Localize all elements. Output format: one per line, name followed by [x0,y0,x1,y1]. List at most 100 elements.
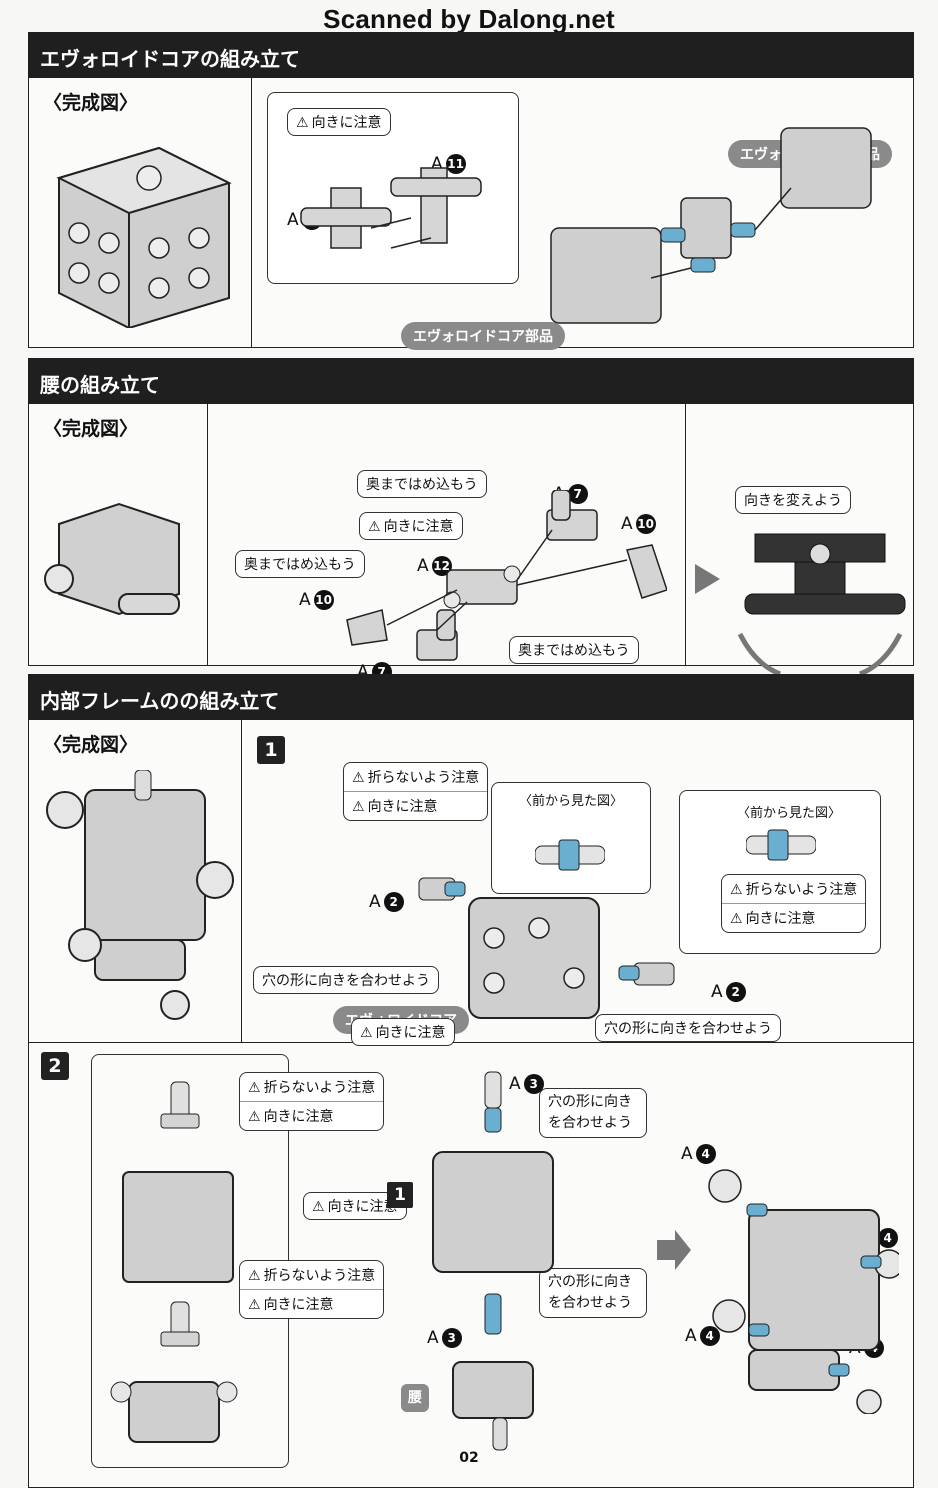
hip-change-direction-callout: 向きを変えよう [735,486,851,514]
align-line-2: を合わせよう [548,1115,632,1131]
step2-assembly-illustration [432,1071,554,1451]
part-number: 7 [567,484,588,504]
hip-insert-callout-top: 奥まではめ込もう [357,470,487,498]
part-letter: A [711,982,723,1002]
hip-reorient-cell: 向きを変えよう [685,404,913,677]
hip-reorient-illustration [695,533,906,677]
part-letter: A [681,1144,693,1164]
part-number: 4 [877,1228,898,1248]
section-core: エヴォロイドコアの組み立て 〈完成図〉 向きに注意 A11 [28,32,914,350]
dont-bend-text: 折らないよう注意 [263,1080,376,1096]
warning-icon [248,1080,264,1096]
hip-insert-callout-bottom: 奥まではめ込もう [509,636,639,664]
orientation-text: 向きに注意 [383,519,454,535]
part-letter: A [685,1326,697,1346]
part-letter: A [287,210,299,230]
core-parts-tag-bottom: エヴォロイドコア部品 [401,322,565,350]
part-letter: A [357,662,369,682]
hip-insert-callout-left: 奥まではめ込もう [235,550,365,578]
section-hip-title: 腰の組み立て [28,358,914,404]
frame-step-2: 2 折らないよう注意 向きに注意 折らないよう注意 向きに注意 向きに注意 [29,1042,913,1487]
part-letter: A [431,154,443,174]
core-completed-illustration [56,146,232,328]
step1-front-view-left [491,782,651,894]
front-view-title: 〈前から見た図〉 [737,806,842,821]
hip-parts-illustration [346,490,667,661]
step2-align-callout-top: 穴の形に向き を合わせよう [539,1088,647,1138]
watermark: Scanned by Dalong.net [323,4,615,34]
step-1-reference: 1 [387,1182,413,1208]
completed-label: 〈完成図〉 [43,92,139,114]
orientation-text: 向きに注意 [367,799,438,815]
part-number: 10 [635,514,656,534]
part-number: 3 [441,1328,462,1348]
page-number: 02 [459,1450,479,1466]
section-frame: 内部フレームのの組み立て 〈完成図〉 1 折らないよう注意 向きに注意 〈前から [28,674,914,1488]
warning-icon [730,882,746,898]
frame-completed-illustration [46,770,234,1020]
front-view-title: 〈前から見た図〉 [519,794,624,809]
part-number: 4 [699,1326,720,1346]
align-line-2: を合わせよう [548,1295,632,1311]
core-completed-cell: 〈完成図〉 [29,78,252,347]
frame-completed-cell: 〈完成図〉 [29,720,242,1043]
arrow-right-icon [657,1230,691,1270]
part-letter: A [621,514,633,534]
step2-top-caution-callout: 折らないよう注意 向きに注意 [239,1072,385,1131]
orientation-text: 向きに注意 [263,1297,334,1313]
arrow-right-icon [695,564,720,594]
part-letter: A [299,590,311,610]
core-assembly-illustration [550,127,872,324]
section-core-title: エヴォロイドコアの組み立て [28,32,914,78]
warning-icon [730,911,746,927]
dont-bend-text: 折らないよう注意 [367,770,480,786]
front-view-part-right [746,829,816,861]
align-line-1: 穴の形に向き [548,1274,632,1290]
part-number: 2 [383,892,404,912]
section-hip: 腰の組み立て 〈完成図〉 奥まではめ込もう 向きに注意 奥まではめ込もう 奥まで… [28,358,914,682]
step1-assembly-illustration [418,877,675,1019]
warning-icon [248,1268,264,1284]
warning-icon [360,1025,376,1041]
warning-icon [248,1109,264,1125]
dont-bend-text: 折らないよう注意 [745,882,858,898]
part-number: 10 [313,590,334,610]
hip-steps-area: 奥まではめ込もう 向きに注意 奥まではめ込もう 奥まではめ込もう A7 A10 … [207,404,686,682]
section-frame-title: 内部フレームのの組み立て [28,674,914,720]
step1-align-callout-right: 穴の形に向きを合わせよう [595,1014,781,1042]
orientation-text: 向きに注意 [375,1025,446,1041]
core-subpart-illustration [300,167,482,249]
hip-completed-cell: 〈完成図〉 [29,404,208,665]
step2-sub-diagram-illustration [110,1081,238,1443]
orientation-text: 向きに注意 [263,1109,334,1125]
step1-right-caution-callout: 折らないよう注意 向きに注意 [721,874,867,933]
completed-label: 〈完成図〉 [43,734,139,756]
warning-icon [352,799,368,815]
core-orientation-callout: 向きに注意 [287,108,391,136]
warning-icon [248,1297,264,1313]
part-number: 2 [725,982,746,1002]
hip-tag: 腰 [401,1384,429,1412]
part-letter: A [509,1074,521,1094]
warning-icon [352,770,368,786]
core-steps-area: 向きに注意 A11 A11 エヴォロイドコア部品 エヴォロイドコア部品 [251,78,913,350]
step1-align-callout-left: 穴の形に向きを合わせよう [253,966,439,994]
completed-label: 〈完成図〉 [43,418,139,440]
orientation-text: 向きに注意 [311,115,382,131]
front-view-part-left [535,839,605,871]
step2-final-illustration [708,1169,899,1414]
part-number: 3 [523,1074,544,1094]
part-letter: A [417,556,429,576]
hip-completed-illustration [44,502,180,616]
step2-bottom-caution-callout: 折らないよう注意 向きに注意 [239,1260,385,1319]
step2-align-callout-bottom: 穴の形に向き を合わせよう [539,1268,647,1318]
part-number: 12 [431,556,452,576]
warning-icon [312,1199,328,1215]
